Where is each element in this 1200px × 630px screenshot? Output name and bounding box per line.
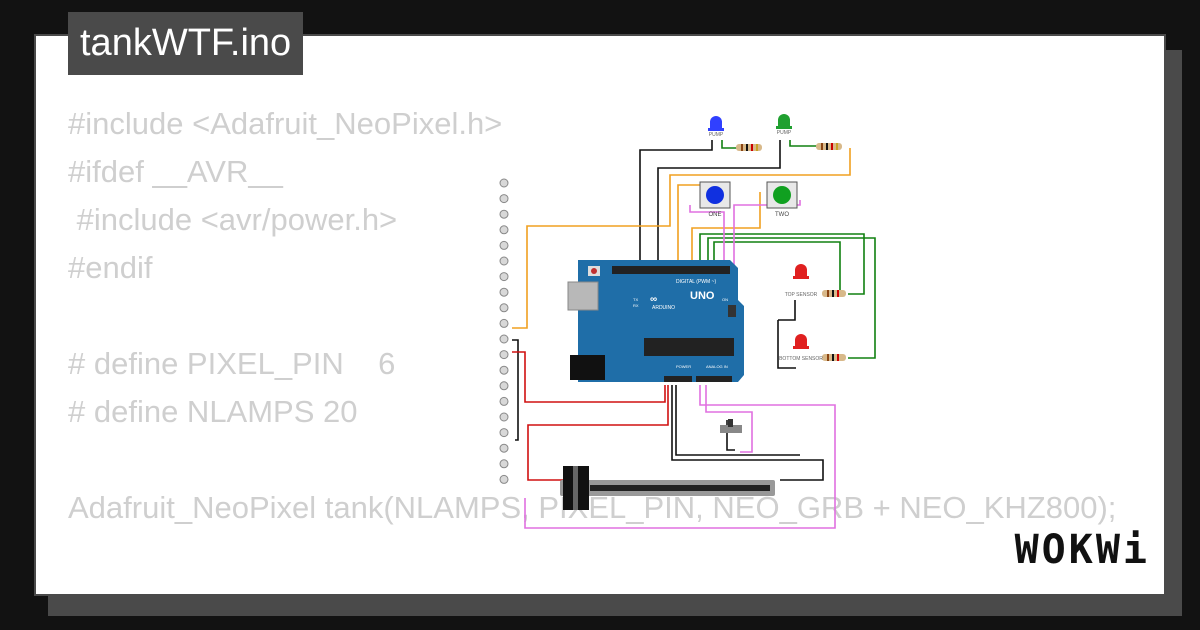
code-line: # define NLAMPS 20 [68,394,358,429]
svg-text:UNO: UNO [690,290,715,302]
button-one[interactable]: ONE [699,181,731,218]
led-top-sensor: TOP SENSOR [785,264,818,298]
code-line: #endif [68,250,153,285]
svg-text:PUMP: PUMP [709,132,724,138]
svg-text:PUMP: PUMP [777,130,792,136]
svg-text:TWO: TWO [775,212,789,218]
svg-text:TX: TX [633,297,638,302]
svg-text:∞: ∞ [650,294,657,305]
code-line: #ifdef __AVR__ [68,154,283,189]
svg-text:ON: ON [722,297,728,302]
neopixel-led [499,474,509,484]
wire-orange [512,148,851,329]
wire-black [671,385,824,481]
wire-black [512,339,519,441]
wire-red [527,385,669,481]
wire-black [778,300,796,321]
wires [512,140,876,529]
neopixel-led [499,303,509,313]
neopixel-led [499,209,509,219]
neopixel-led [499,443,509,453]
wire-black [639,140,713,265]
wire-black [777,320,796,369]
neopixel-led [499,381,509,391]
neopixel-led [499,350,509,360]
wire-red [512,351,666,403]
arduino-uno-board: DIGITAL (PWM ~) ∞ UNO ARDUINO ON TX RX P… [567,260,744,382]
led-pump-blue: PUMP [708,116,724,138]
wire-green [789,140,818,147]
neopixel-led [499,178,509,188]
neopixel-led [499,318,509,328]
code-line: #include <avr/power.h> [68,202,398,237]
neopixel-led [499,428,509,438]
svg-text:DIGITAL (PWM ~): DIGITAL (PWM ~) [676,279,716,285]
file-title: tankWTF.ino [68,12,304,75]
wire-green [721,140,738,149]
neopixel-led [499,272,509,282]
neopixel-led [499,240,509,250]
svg-text:RX: RX [633,303,639,308]
neopixel-led [499,194,509,204]
led-bottom-sensor: BOTTOM SENSOR [779,334,823,362]
neopixel-strip [499,178,509,484]
wire-pink [705,385,753,453]
svg-text:ARDUINO: ARDUINO [652,305,675,311]
wire-black [675,385,800,456]
svg-text:ONE: ONE [708,212,721,218]
wire-pink [689,205,725,265]
wire-green [707,237,876,359]
slide-potentiometer[interactable] [560,466,775,510]
svg-text:POWER: POWER [676,364,691,369]
wire-green [699,233,865,295]
wire-orange [691,192,761,265]
svg-text:ANALOG IN: ANALOG IN [706,364,728,369]
code-line: #include <Adafruit_NeoPixel.h> [68,106,503,141]
wire-pink [524,385,836,529]
neopixel-led [499,225,509,235]
neopixel-led [499,365,509,375]
resistors [736,143,846,361]
svg-text:BOTTOM SENSOR: BOTTOM SENSOR [779,356,823,362]
wire-green [713,241,841,294]
wire-pink [733,200,801,265]
neopixel-led [499,256,509,266]
button-two[interactable]: TWO [766,181,798,218]
wokwi-logo: WOKWi [1014,527,1150,573]
neopixel-led [499,334,509,344]
wire-black [657,140,781,265]
neopixel-led [499,396,509,406]
code-preview: #include <Adafruit_NeoPixel.h> #ifdef __A… [68,100,1116,532]
neopixel-led [499,459,509,469]
led-pump-green: PUMP [776,114,792,136]
neopixel-led [499,412,509,422]
slide-switch[interactable] [720,419,742,433]
code-line: # define PIXEL_PIN 6 [68,346,396,381]
neopixel-led [499,287,509,297]
svg-text:TOP SENSOR: TOP SENSOR [785,292,818,298]
